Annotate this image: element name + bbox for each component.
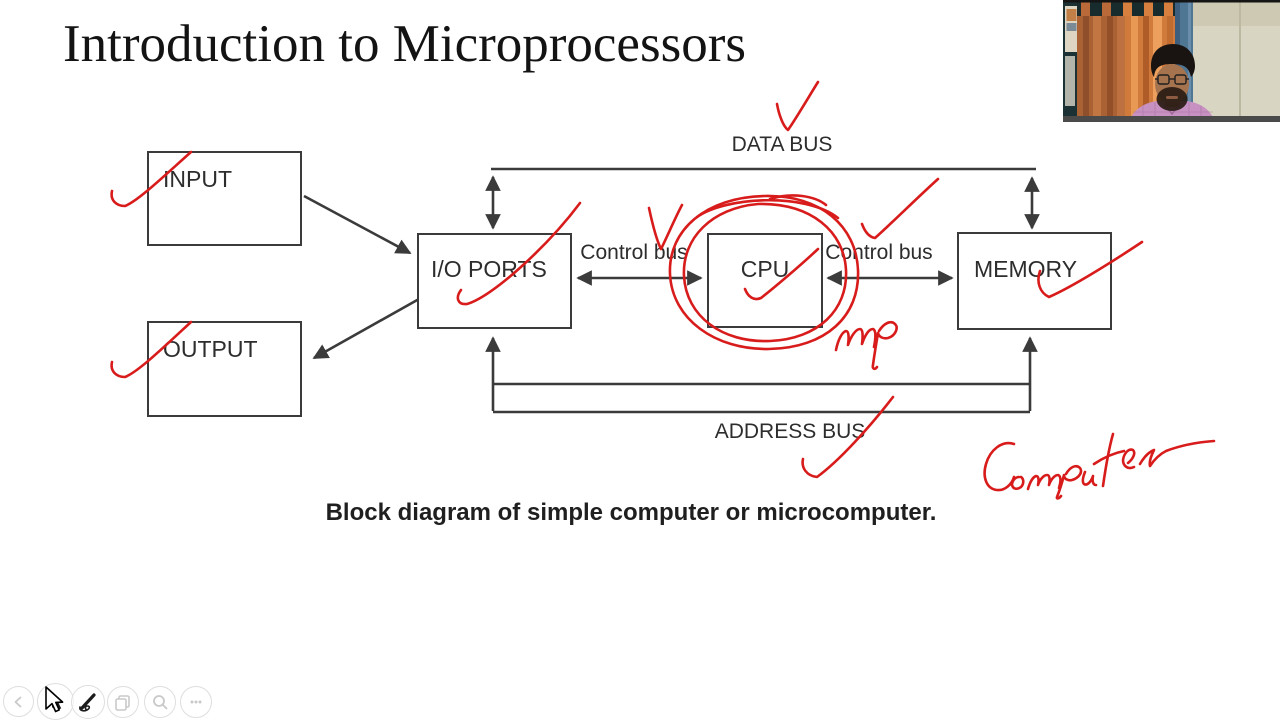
control-bus-right-label: Control bus (825, 241, 933, 264)
control-bus-left-label: Control bus (580, 241, 688, 264)
more-options-button[interactable] (180, 686, 212, 718)
box-memory-label: MEMORY (974, 256, 1078, 282)
more-icon (190, 700, 202, 704)
curtain-rod (1063, 0, 1280, 3)
box-output-label: OUTPUT (163, 336, 258, 362)
back-icon (14, 695, 22, 708)
wall-poster (1065, 6, 1078, 106)
address-bus-label: ADDRESS BUS (714, 420, 866, 443)
box-cpu: CPU (707, 233, 823, 328)
webcam-bottom-border (1063, 116, 1280, 122)
pen-icon (79, 693, 96, 712)
box-memory: MEMORY (957, 232, 1112, 330)
page-title: Introduction to Microprocessors (63, 15, 746, 73)
annotation-toolbar (0, 680, 230, 720)
checkmark-data-bus (775, 80, 820, 132)
glasses (1155, 74, 1189, 85)
webcam-video[interactable] (1063, 0, 1280, 122)
cursor-icon (51, 692, 63, 710)
checkmark-control-bus-right (860, 177, 940, 240)
webcam-scene (1063, 0, 1280, 122)
mouth (1166, 96, 1178, 99)
zoom-button[interactable] (144, 686, 176, 718)
box-io-ports-label: I/O PORTS (431, 256, 547, 282)
slides-button[interactable] (107, 686, 139, 718)
box-io-ports: I/O PORTS (417, 233, 572, 329)
pen-tool-button[interactable] (71, 685, 105, 719)
handwriting-computer (983, 432, 1216, 500)
box-output: OUTPUT (147, 321, 302, 417)
box-cpu-label: CPU (740, 256, 790, 282)
data-bus-label: DATA BUS (731, 133, 833, 156)
diagram-caption: Block diagram of simple computer or micr… (325, 499, 937, 526)
back-button[interactable] (3, 686, 34, 717)
background-wall (1193, 0, 1280, 122)
cpu-circle-overshoot (695, 194, 840, 220)
hair (1151, 44, 1195, 77)
ioports-to-output-arrow (312, 297, 420, 360)
cursor-tool-button[interactable] (37, 683, 74, 720)
slides-icon (115, 695, 130, 711)
zoom-icon (153, 695, 168, 710)
handwriting-mp (834, 320, 898, 371)
input-to-ioports-arrow (303, 194, 412, 255)
box-input-label: INPUT (163, 166, 232, 192)
box-input: INPUT (147, 151, 302, 246)
